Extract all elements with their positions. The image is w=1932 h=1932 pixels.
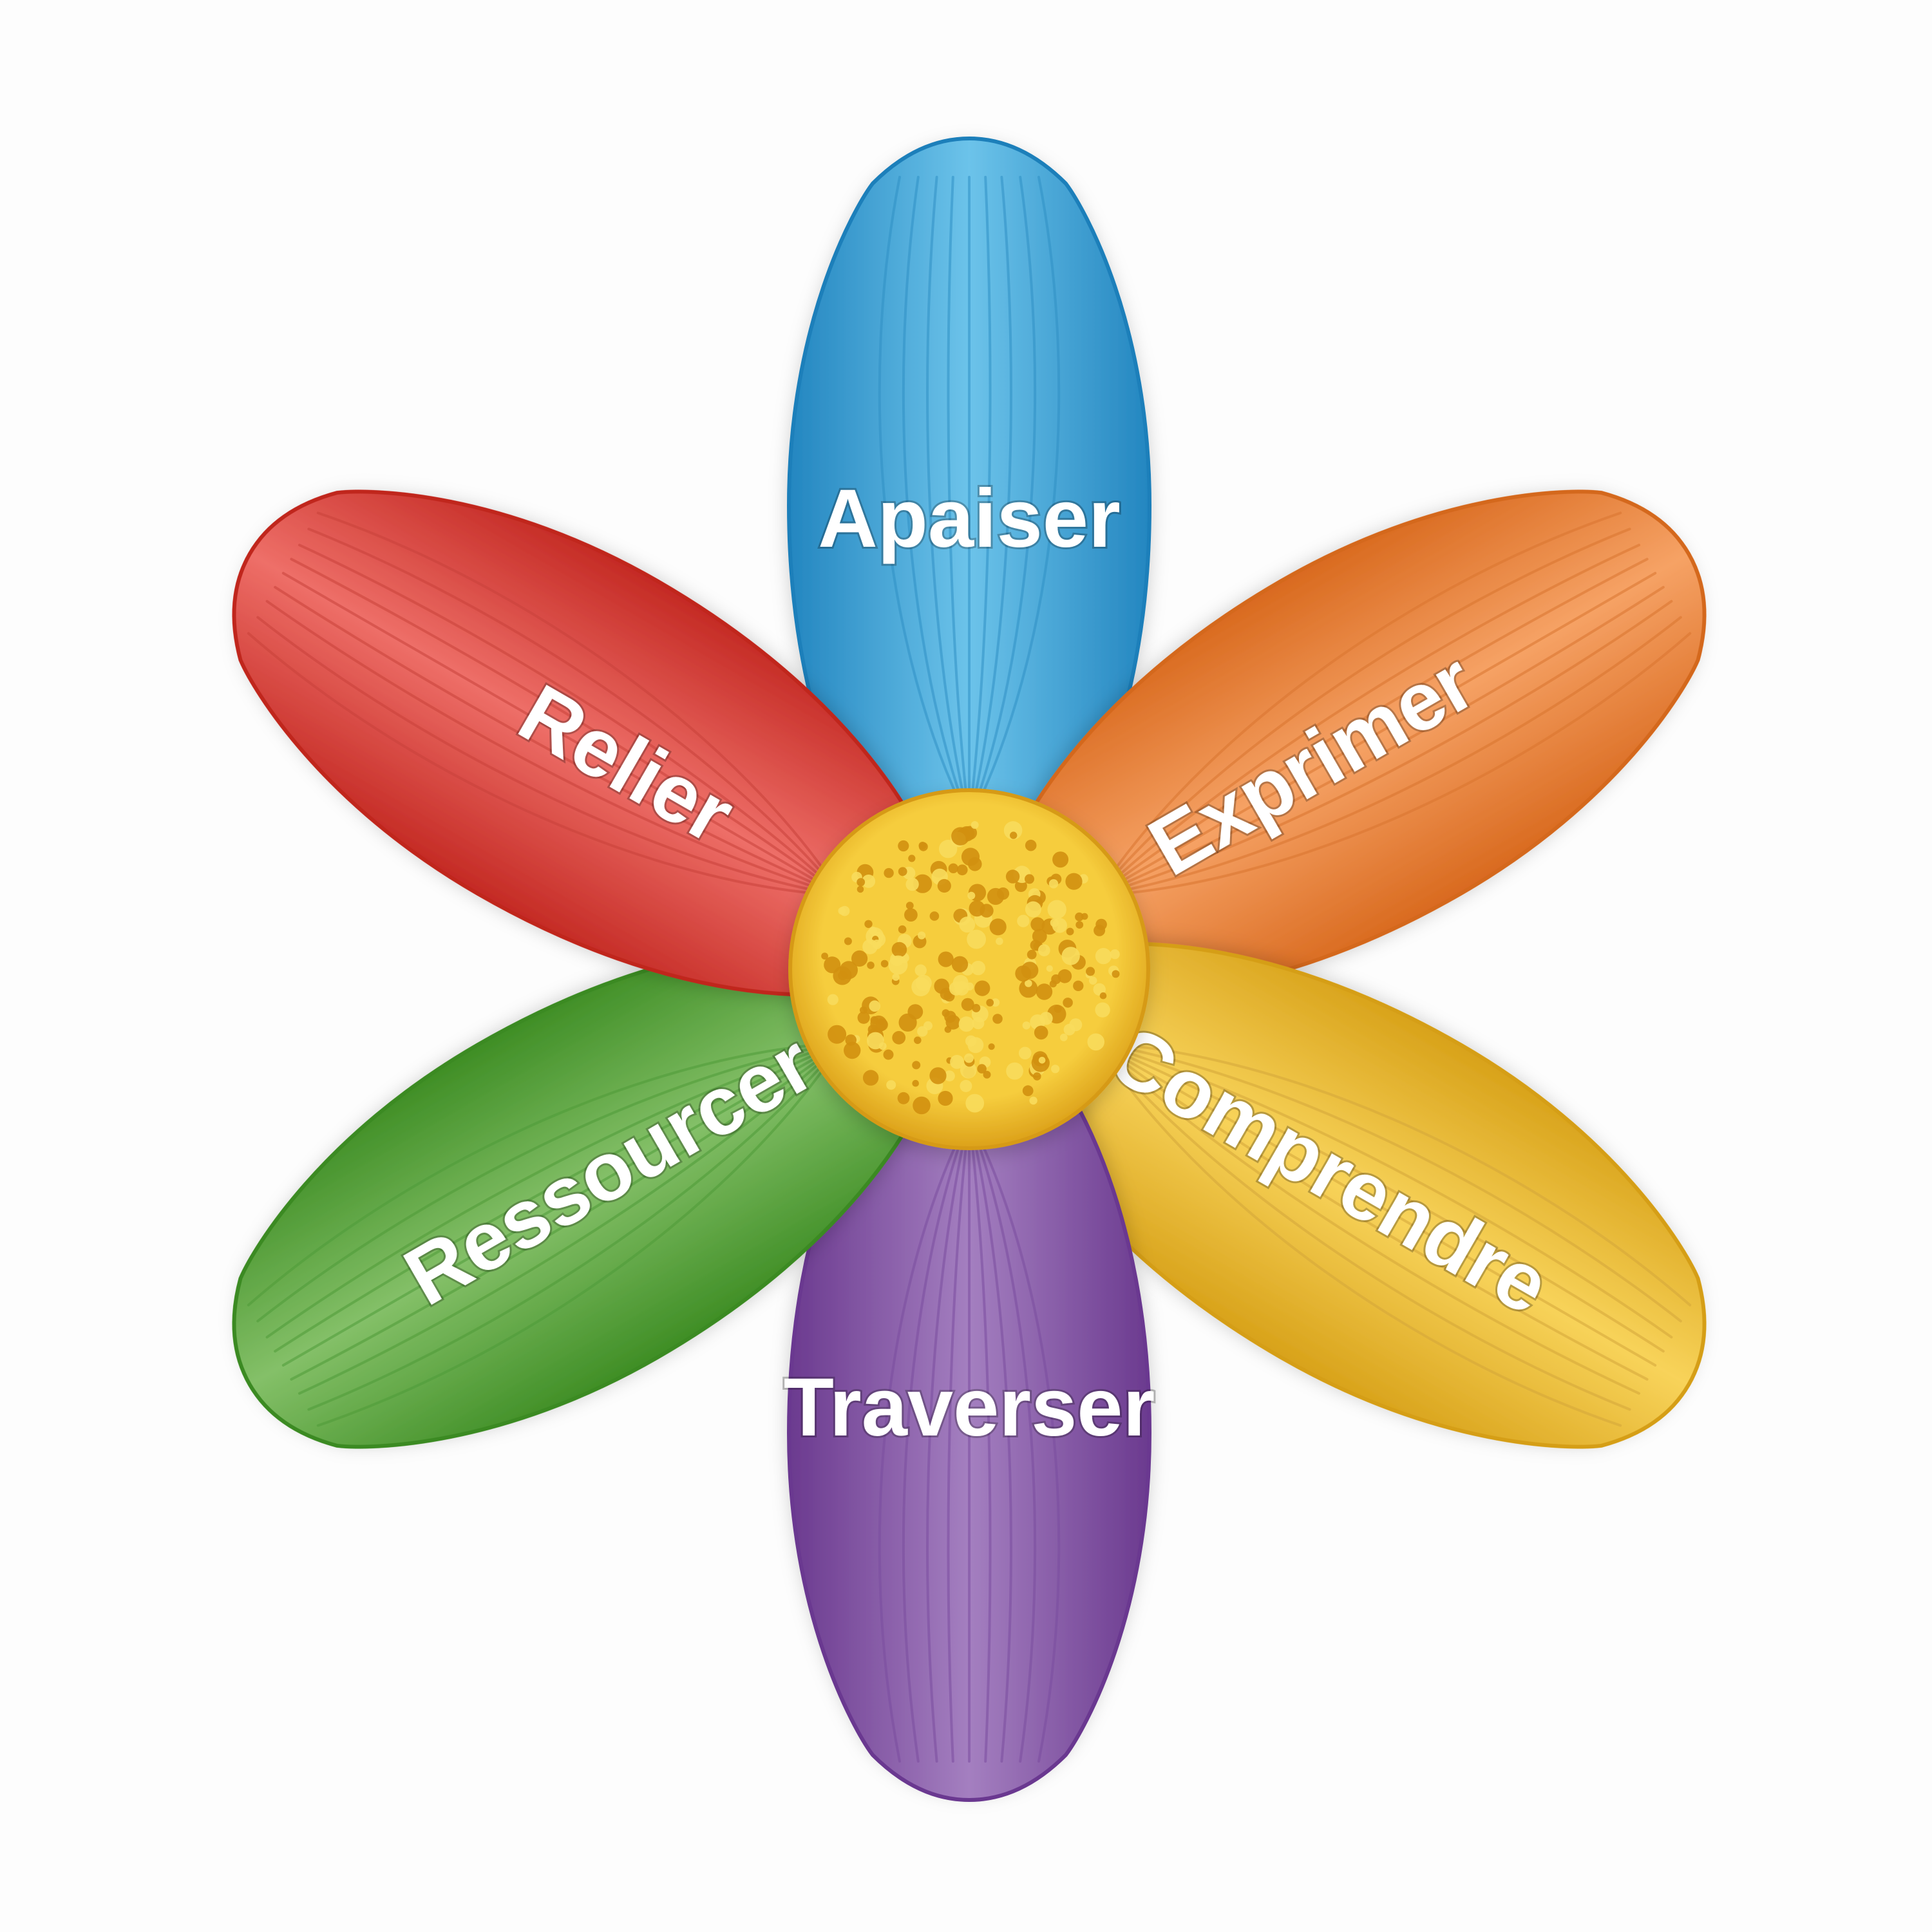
petal-shape bbox=[978, 489, 1707, 997]
petal-veins bbox=[1108, 1043, 1692, 1427]
petal-comprendre bbox=[978, 942, 1707, 1449]
petal-shape bbox=[232, 489, 960, 997]
petal-veins bbox=[247, 1043, 831, 1427]
petal-ressourcer bbox=[232, 942, 960, 1449]
center-seeds bbox=[821, 821, 1120, 1115]
petals-layer: ApaiserExprimerComprendreTraverserRessou… bbox=[232, 136, 1707, 1803]
petal-traverser bbox=[786, 980, 1152, 1803]
petal-shape bbox=[978, 942, 1707, 1449]
petal-shape bbox=[232, 942, 960, 1449]
petal-exprimer bbox=[978, 489, 1707, 997]
petal-veins bbox=[247, 511, 831, 895]
petal-relier bbox=[232, 489, 960, 997]
petal-veins bbox=[878, 176, 1061, 803]
petal-label-apaiser: Apaiser bbox=[818, 473, 1121, 565]
petal-label-traverser: Traverser bbox=[784, 1361, 1155, 1454]
flower-center bbox=[788, 788, 1150, 1150]
petal-apaiser bbox=[786, 136, 1152, 959]
petal-veins bbox=[878, 1135, 1061, 1763]
petal-veins bbox=[1108, 511, 1692, 895]
